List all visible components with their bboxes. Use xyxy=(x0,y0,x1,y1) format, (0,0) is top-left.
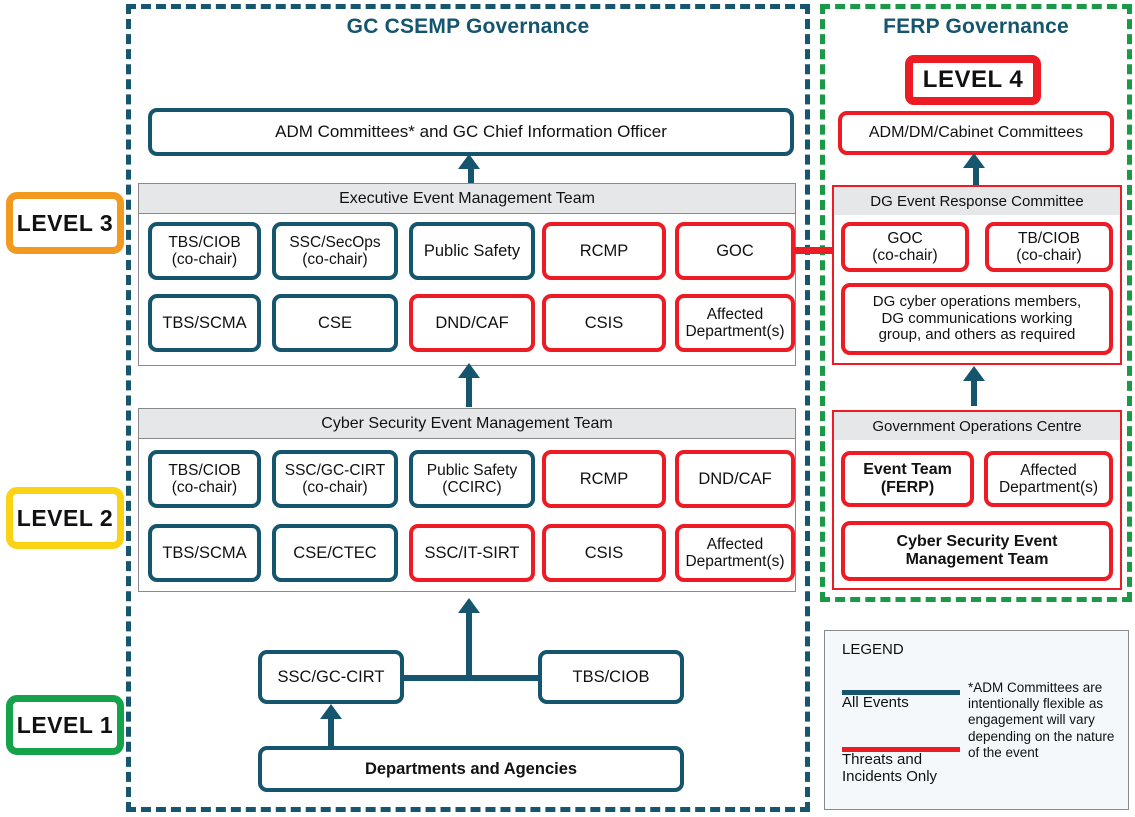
exec-member-cse: CSE xyxy=(272,294,398,352)
arrow-level1-to-cyber-icon xyxy=(458,598,480,613)
exec-member-public-safety: Public Safety xyxy=(409,222,535,280)
level-3-badge: LEVEL 3 xyxy=(6,192,124,254)
connector-dg-to-cabinet xyxy=(973,165,979,187)
dg-committee-title: DG Event Response Committee xyxy=(834,187,1120,215)
exec-member-goc: GOC xyxy=(675,222,795,280)
goc-member-event-team-ferp: Event Team(FERP) xyxy=(841,451,974,507)
cyber-member-tbs-ciob: TBS/CIOB(co-chair) xyxy=(148,450,261,508)
cyber-member-ssc-gc-cirt: SSC/GC-CIRT(co-chair) xyxy=(272,450,398,508)
connector-cirt-to-ciob xyxy=(398,675,544,681)
level-2-badge: LEVEL 2 xyxy=(6,487,124,549)
arrow-departments-to-cirt-icon xyxy=(320,704,342,719)
cyber-member-rcmp: RCMP xyxy=(542,450,666,508)
arrow-cyber-to-exec-icon xyxy=(458,363,480,378)
goc-centre-title: Government Operations Centre xyxy=(834,412,1120,440)
csemp-column-title: GC CSEMP Governance xyxy=(346,15,590,38)
legend-title: LEGEND xyxy=(842,641,904,658)
legend-adm-note: *ADM Committees are intentionally flexib… xyxy=(968,680,1115,760)
connector-level1-to-cyber xyxy=(466,610,472,677)
level1-tbs-ciob-box: TBS/CIOB xyxy=(538,650,684,704)
adm-committees-cio-box: ADM Committees* and GC Chief Information… xyxy=(148,108,794,156)
connector-exec-to-adm xyxy=(468,166,474,186)
cyber-member-dnd-caf: DND/CAF xyxy=(675,450,795,508)
level1-ssc-gc-cirt-box: SSC/GC-CIRT xyxy=(258,650,404,704)
dg-member-cyber-ops: DG cyber operations members,DG communica… xyxy=(841,283,1113,355)
cyber-member-cse-ctec: CSE/CTEC xyxy=(272,524,398,582)
level-4-badge: LEVEL 4 xyxy=(905,55,1041,105)
connector-departments-to-cirt xyxy=(328,716,334,746)
cyber-member-public-safety-ccirc: Public Safety(CCIRC) xyxy=(409,450,535,508)
exec-member-rcmp: RCMP xyxy=(542,222,666,280)
legend-all-events-label: All Events xyxy=(842,694,909,711)
exec-member-tbs-scma: TBS/SCMA xyxy=(148,294,261,352)
exec-member-dnd-caf: DND/CAF xyxy=(409,294,535,352)
cyber-member-ssc-it-sirt: SSC/IT-SIRT xyxy=(409,524,535,582)
exec-member-ssc-secops: SSC/SecOps(co-chair) xyxy=(272,222,398,280)
connector-goc-to-ferp xyxy=(795,247,840,254)
cyber-team-title: Cyber Security Event Management Team xyxy=(139,409,795,439)
csemp-governance-zone xyxy=(126,4,810,812)
level1-departments-agencies-box: Departments and Agencies xyxy=(258,746,684,792)
arrow-dg-to-cabinet-icon xyxy=(963,153,985,168)
exec-member-csis: CSIS xyxy=(542,294,666,352)
exec-member-tbs-ciob: TBS/CIOB(co-chair) xyxy=(148,222,261,280)
dg-member-tb-ciob: TB/CIOB(co-chair) xyxy=(985,222,1113,272)
legend-all-events-swatch xyxy=(842,690,960,695)
arrow-exec-to-adm-icon xyxy=(458,154,480,169)
dg-member-goc: GOC(co-chair) xyxy=(841,222,969,272)
level-1-badge: LEVEL 1 xyxy=(6,695,124,755)
cyber-member-tbs-scma: TBS/SCMA xyxy=(148,524,261,582)
connector-cyber-to-exec xyxy=(466,375,472,407)
ferp-governance-zone xyxy=(820,4,1132,602)
legend-threats-swatch xyxy=(842,747,960,752)
executive-team-title: Executive Event Management Team xyxy=(139,184,795,214)
arrow-goc-centre-to-dg-icon xyxy=(963,366,985,381)
connector-goc-centre-to-dg xyxy=(971,378,977,406)
ferp-adm-dm-cabinet-box: ADM/DM/Cabinet Committees xyxy=(838,111,1114,155)
ferp-column-title: FERP Governance xyxy=(883,15,1069,38)
legend-panel xyxy=(824,630,1129,810)
cyber-member-csis: CSIS xyxy=(542,524,666,582)
